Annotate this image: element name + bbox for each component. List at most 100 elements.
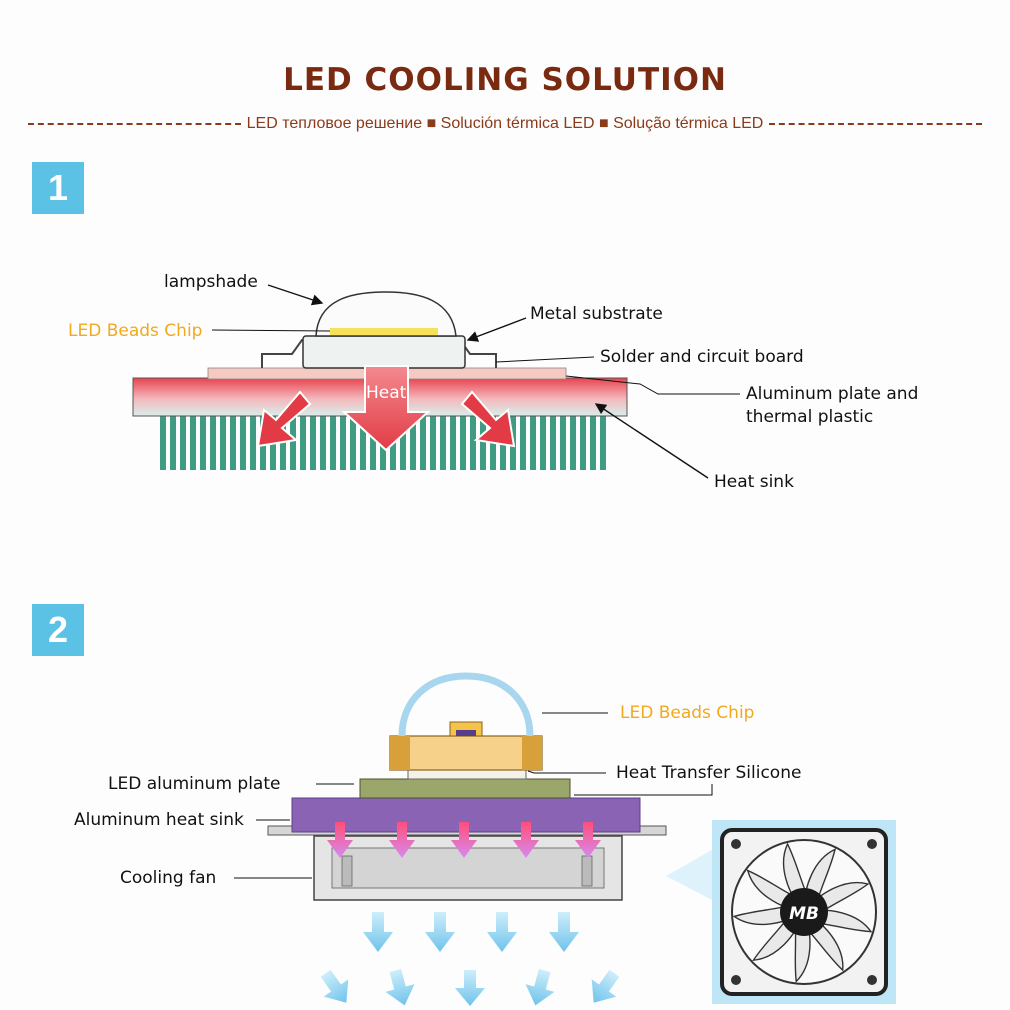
fin [180, 414, 186, 470]
subtitle-row: LED тепловое решение ■ Solución térmica … [22, 112, 988, 136]
label-heat-sink-2: Aluminum heat sink [74, 810, 244, 830]
fin [360, 414, 366, 470]
fin [300, 414, 306, 470]
air-arrows [320, 912, 620, 1006]
fin [160, 414, 166, 470]
leader-heat-sink [594, 403, 709, 479]
fin [190, 414, 196, 470]
heat-arrow [327, 822, 353, 858]
fin [370, 414, 376, 470]
label-aluminum-plate-2: thermal plastic [746, 407, 874, 427]
fin [470, 414, 476, 470]
air-arrow [549, 912, 579, 952]
leader-aluminum-plate [565, 375, 740, 395]
led-chip [330, 328, 438, 335]
label-heat-sink: Heat sink [714, 472, 794, 492]
fin [220, 414, 226, 470]
heat-label: Heat [366, 383, 407, 403]
section-2-badge: 2 [32, 604, 84, 656]
fin [320, 414, 326, 470]
fan-bracket-left [341, 855, 353, 887]
fin [200, 414, 206, 470]
leader-metal-substrate [466, 317, 527, 342]
label-led-chip-2: LED Beads Chip [620, 703, 755, 723]
led-die-core [456, 730, 476, 736]
fin [340, 414, 346, 470]
air-arrow-group [591, 969, 620, 1003]
fan-bracket-right [581, 855, 593, 887]
fin [420, 414, 426, 470]
heat-arrow-down [341, 365, 431, 452]
fin [430, 414, 436, 470]
fin [290, 414, 296, 470]
fin [310, 414, 316, 470]
leader-silicone-2 [574, 784, 713, 796]
label-fan: Cooling fan [120, 868, 217, 888]
callout-fan-pointer [666, 850, 712, 900]
led-aluminum-plate [359, 778, 571, 799]
air-arrow-group [320, 969, 349, 1003]
label-led-chip: LED Beads Chip [68, 321, 203, 341]
leader-solder [495, 356, 595, 363]
fin [210, 414, 216, 470]
fin [520, 414, 526, 470]
fin [560, 414, 566, 470]
fan-inner [331, 847, 605, 889]
fin [450, 414, 456, 470]
fin [530, 414, 536, 470]
fin [170, 414, 176, 470]
lampshade-dome [315, 291, 457, 337]
heat-arrow [513, 822, 539, 858]
air-arrow [320, 969, 349, 1003]
section-1-badge: 1 [32, 162, 84, 214]
fin [580, 414, 586, 470]
leader-led-chip [211, 329, 331, 332]
air-arrow [425, 912, 455, 952]
led-dome [398, 672, 534, 737]
subtitle: LED тепловое решение ■ Solución térmica … [246, 115, 764, 132]
fan-hub [780, 888, 828, 936]
heat-arrow [575, 822, 601, 858]
air-arrow [455, 970, 485, 1006]
fan-screw-bl [731, 975, 741, 985]
air-arrow [525, 969, 555, 1006]
heat-arrow [451, 822, 477, 858]
fin [460, 414, 466, 470]
heat-arrow-right [460, 390, 516, 448]
led-base [302, 335, 466, 369]
fin [400, 414, 406, 470]
label-lampshade: lampshade [164, 272, 258, 292]
fin [230, 414, 236, 470]
dash-left [28, 123, 241, 125]
fan-logo: MB [789, 904, 819, 924]
air-arrow-group [455, 970, 485, 1006]
page-title: LED COOLING SOLUTION [283, 62, 727, 98]
fan-screw-tl [731, 839, 741, 849]
fin [440, 414, 446, 470]
label-silicone: Heat Transfer Silicone [616, 763, 802, 783]
dash-right [769, 123, 983, 125]
air-arrow [363, 912, 393, 952]
fin [410, 414, 416, 470]
fin [350, 414, 356, 470]
fin [240, 414, 246, 470]
fin [540, 414, 546, 470]
fan-screw-tr [867, 839, 877, 849]
fin [590, 414, 596, 470]
heat-arrows-down [327, 822, 601, 858]
label-solder: Solder and circuit board [600, 347, 804, 367]
fin [550, 414, 556, 470]
led-package [389, 735, 543, 771]
label-metal-substrate: Metal substrate [530, 304, 663, 324]
air-arrow [385, 969, 415, 1006]
label-led-plate: LED aluminum plate [108, 774, 281, 794]
fin [250, 414, 256, 470]
air-arrow [487, 912, 517, 952]
leader-lampshade [267, 284, 324, 306]
fin [570, 414, 576, 470]
fin [330, 414, 336, 470]
air-arrow-group [385, 969, 415, 1006]
air-arrow-group [525, 969, 555, 1006]
